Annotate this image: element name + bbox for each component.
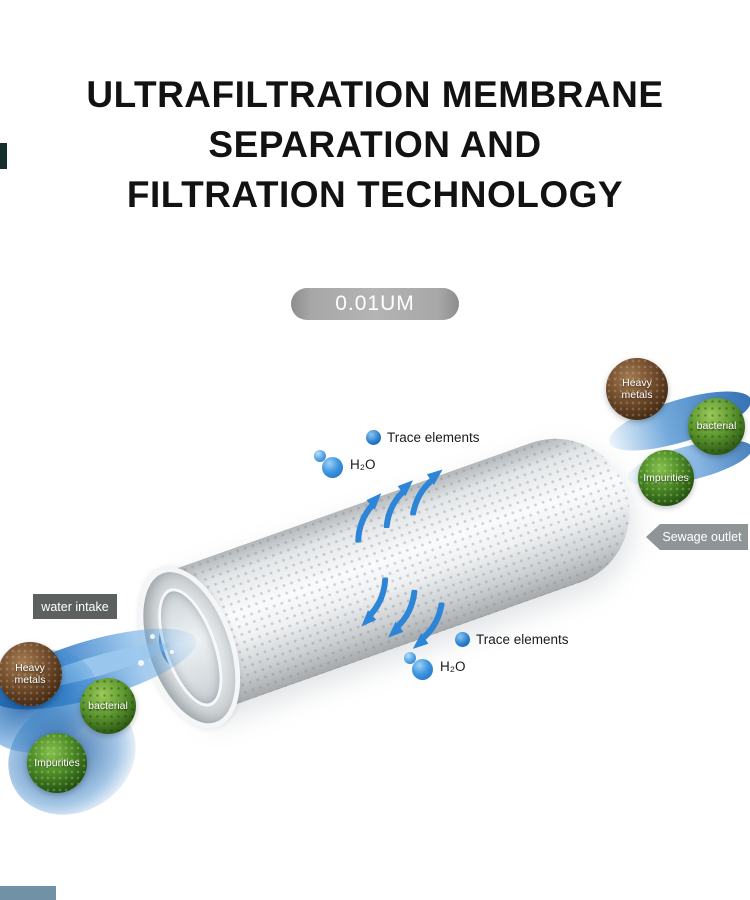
page-title: ULTRAFILTRATION MEMBRANE SEPARATION AND … [0,70,750,220]
edge-mark-bottom-left [0,886,56,900]
up-arrow-icon [355,493,382,544]
heavy-metals-photo-bottom: Heavy metals [0,642,62,706]
water-droplet-icon [404,652,434,680]
water-droplet-small-icon [314,450,326,462]
down-arrow-icon [412,601,445,649]
water-bubble [138,660,144,666]
water-bubble [150,634,155,639]
water-droplet-big-icon [412,659,433,680]
molecule-sphere-icon [455,632,470,647]
up-arrow-icon [383,480,413,528]
bacterial-photo-top: bacterial [688,398,745,455]
water-droplet-icon [314,450,344,478]
h2o-label-bottom: H₂O [404,652,466,680]
down-arrow-icon [361,577,389,627]
water-intake-tag: water intake [33,594,117,619]
trace-elements-text-top: Trace elements [387,430,480,445]
water-bubble [170,650,174,654]
sewage-outlet-tag: Sewage outlet [646,524,748,550]
edge-mark-top-left [0,143,7,169]
trace-elements-text-bottom: Trace elements [476,632,569,647]
trace-elements-label-top: Trace elements [366,430,480,445]
bacterial-label-top: bacterial [696,420,737,433]
molecule-sphere-icon [366,430,381,445]
down-arrow-icon [388,590,418,638]
bacterial-label-bottom: bacterial [88,699,128,712]
heavy-metals-label-top: Heavy metals [621,376,653,401]
heavy-metals-photo-top: Heavy metals [606,358,668,420]
h2o-label-top: H₂O [314,450,376,478]
impurities-photo-top: Impurities [638,450,694,506]
heavy-metals-label-bottom: Heavy metals [14,661,46,686]
impurities-photo-bottom: Impurities [27,733,87,793]
micron-rating-badge: 0.01UM [291,288,459,320]
impurities-label-top: Impurities [643,471,689,484]
h2o-text-top: H₂O [350,456,376,472]
water-droplet-big-icon [322,457,343,478]
water-droplet-small-icon [404,652,416,664]
page-title-line-3: FILTRATION TECHNOLOGY [126,174,624,215]
bacterial-photo-bottom: bacterial [80,678,136,734]
page-title-line-1: ULTRAFILTRATION MEMBRANE [86,74,664,115]
h2o-text-bottom: H₂O [440,658,466,674]
trace-elements-label-bottom: Trace elements [455,632,569,647]
up-arrow-icon [410,469,443,517]
page-title-line-2: SEPARATION AND [208,124,542,165]
impurities-label-bottom: Impurities [34,756,80,769]
